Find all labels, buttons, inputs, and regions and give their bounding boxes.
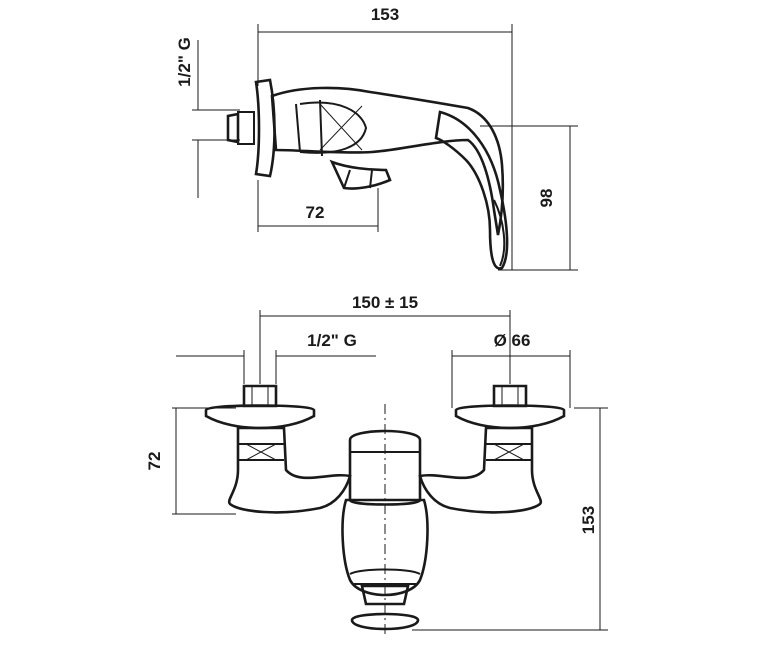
side-height-label: 98 xyxy=(537,189,556,208)
side-view: 153 1/2" G 72 98 xyxy=(175,5,578,271)
side-faucet-body xyxy=(226,78,509,270)
side-width-dimension: 153 xyxy=(257,5,513,270)
front-center-dimension: 150 ± 15 xyxy=(259,293,511,384)
right-flange xyxy=(454,404,566,430)
front-thread-dimension: 1/2" G xyxy=(176,331,376,384)
right-arm xyxy=(418,426,543,514)
side-thread-dimension: 1/2" G xyxy=(175,37,240,198)
front-outlet xyxy=(350,612,420,631)
side-thread-label: 1/2" G xyxy=(175,37,194,87)
front-diameter-label: Ø 66 xyxy=(494,331,531,350)
side-width-label: 153 xyxy=(371,5,399,24)
front-left-height-label: 72 xyxy=(145,452,164,471)
front-lever xyxy=(341,498,429,597)
side-reach-label: 72 xyxy=(306,203,325,222)
front-total-height-dimension: 153 xyxy=(412,407,608,631)
side-reach-dimension: 72 xyxy=(257,180,379,232)
front-left-height-dimension: 72 xyxy=(145,407,236,515)
right-inlet-nut xyxy=(492,384,528,408)
side-height-dimension: 98 xyxy=(480,125,578,271)
left-inlet-nut xyxy=(242,384,278,408)
front-faucet-body xyxy=(204,384,566,631)
left-arm xyxy=(227,426,352,514)
front-view: 150 ± 15 1/2" G Ø 66 72 xyxy=(145,293,608,636)
front-spout xyxy=(360,584,410,606)
left-flange xyxy=(204,404,316,430)
front-diameter-dimension: Ø 66 xyxy=(451,331,571,408)
front-center-label: 150 ± 15 xyxy=(352,293,418,312)
front-thread-label: 1/2" G xyxy=(307,331,357,350)
front-total-height-label: 153 xyxy=(579,506,598,534)
